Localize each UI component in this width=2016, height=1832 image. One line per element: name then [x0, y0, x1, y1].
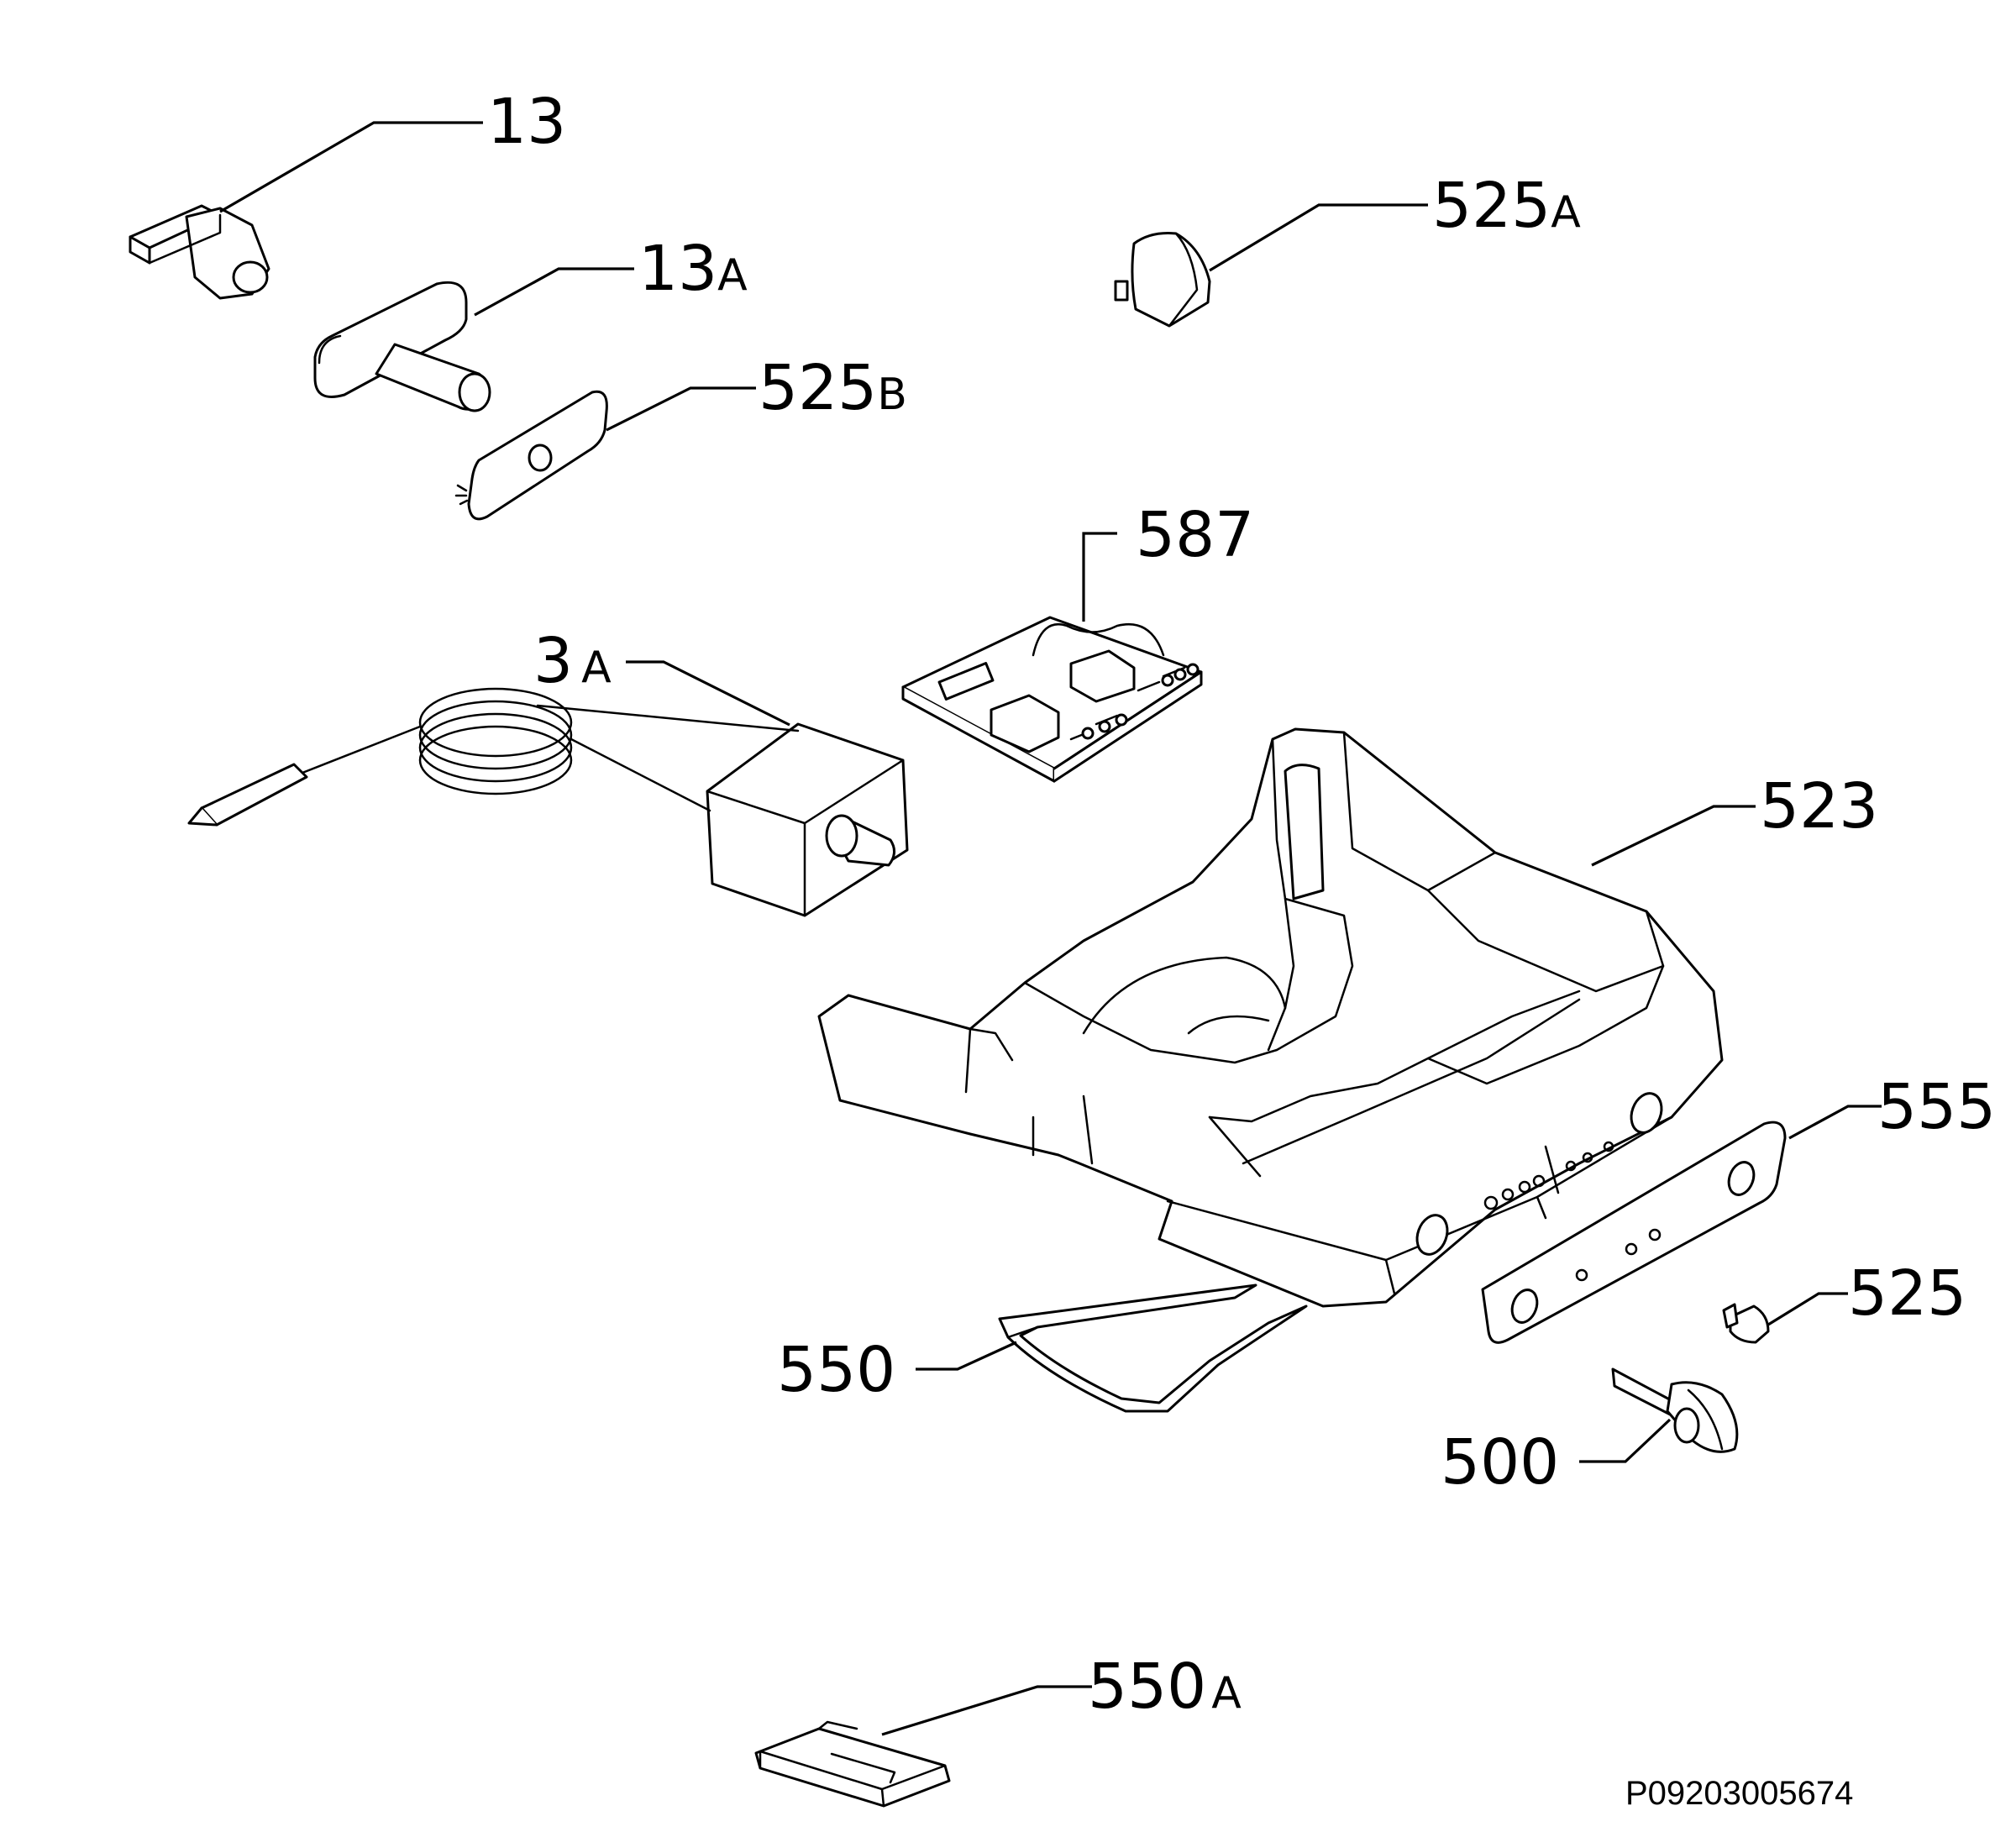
leader-555: [1788, 1105, 1882, 1140]
part-3a-thermostat: [187, 687, 909, 917]
leader-525b: [606, 386, 756, 432]
part-500-button: [1611, 1367, 1739, 1453]
leader-550: [916, 1341, 1017, 1371]
part-523-housing: [817, 727, 1724, 1308]
part-587-circuit-board: [901, 616, 1203, 783]
leader-13a: [474, 267, 634, 317]
part-555-front-panel: [1481, 1121, 1787, 1344]
leader-587: [1082, 532, 1117, 622]
leader-523: [1591, 805, 1756, 867]
document-code: P09203005674: [1625, 1775, 1853, 1812]
leader-550a: [881, 1685, 1092, 1736]
callout-525b: 525B: [759, 352, 907, 424]
callout-525a: 525A: [1432, 170, 1581, 242]
part-550-trim: [998, 1283, 1308, 1413]
callout-550: 550: [777, 1334, 895, 1406]
part-525a-lamp-cover: [1114, 232, 1211, 328]
part-550a-clip: [754, 1720, 951, 1808]
part-525b-cover: [454, 390, 608, 521]
callout-500: 500: [1441, 1426, 1559, 1499]
leader-3a: [626, 660, 790, 727]
leader-525: [1767, 1292, 1848, 1326]
part-13-switch: [129, 204, 270, 300]
leader-lines: [219, 121, 1882, 1736]
callout-587: 587: [1136, 499, 1254, 571]
callout-525: 525: [1848, 1257, 1966, 1330]
part-13a-knob: [313, 281, 491, 412]
callout-13: 13: [487, 86, 566, 158]
callout-13a: 13A: [638, 233, 748, 305]
callout-523: 523: [1760, 770, 1878, 843]
leader-13: [219, 121, 483, 213]
leader-500: [1579, 1418, 1672, 1463]
leader-525a: [1209, 203, 1428, 272]
part-525-lamp: [1722, 1303, 1770, 1344]
callout-555: 555: [1877, 1071, 1996, 1143]
